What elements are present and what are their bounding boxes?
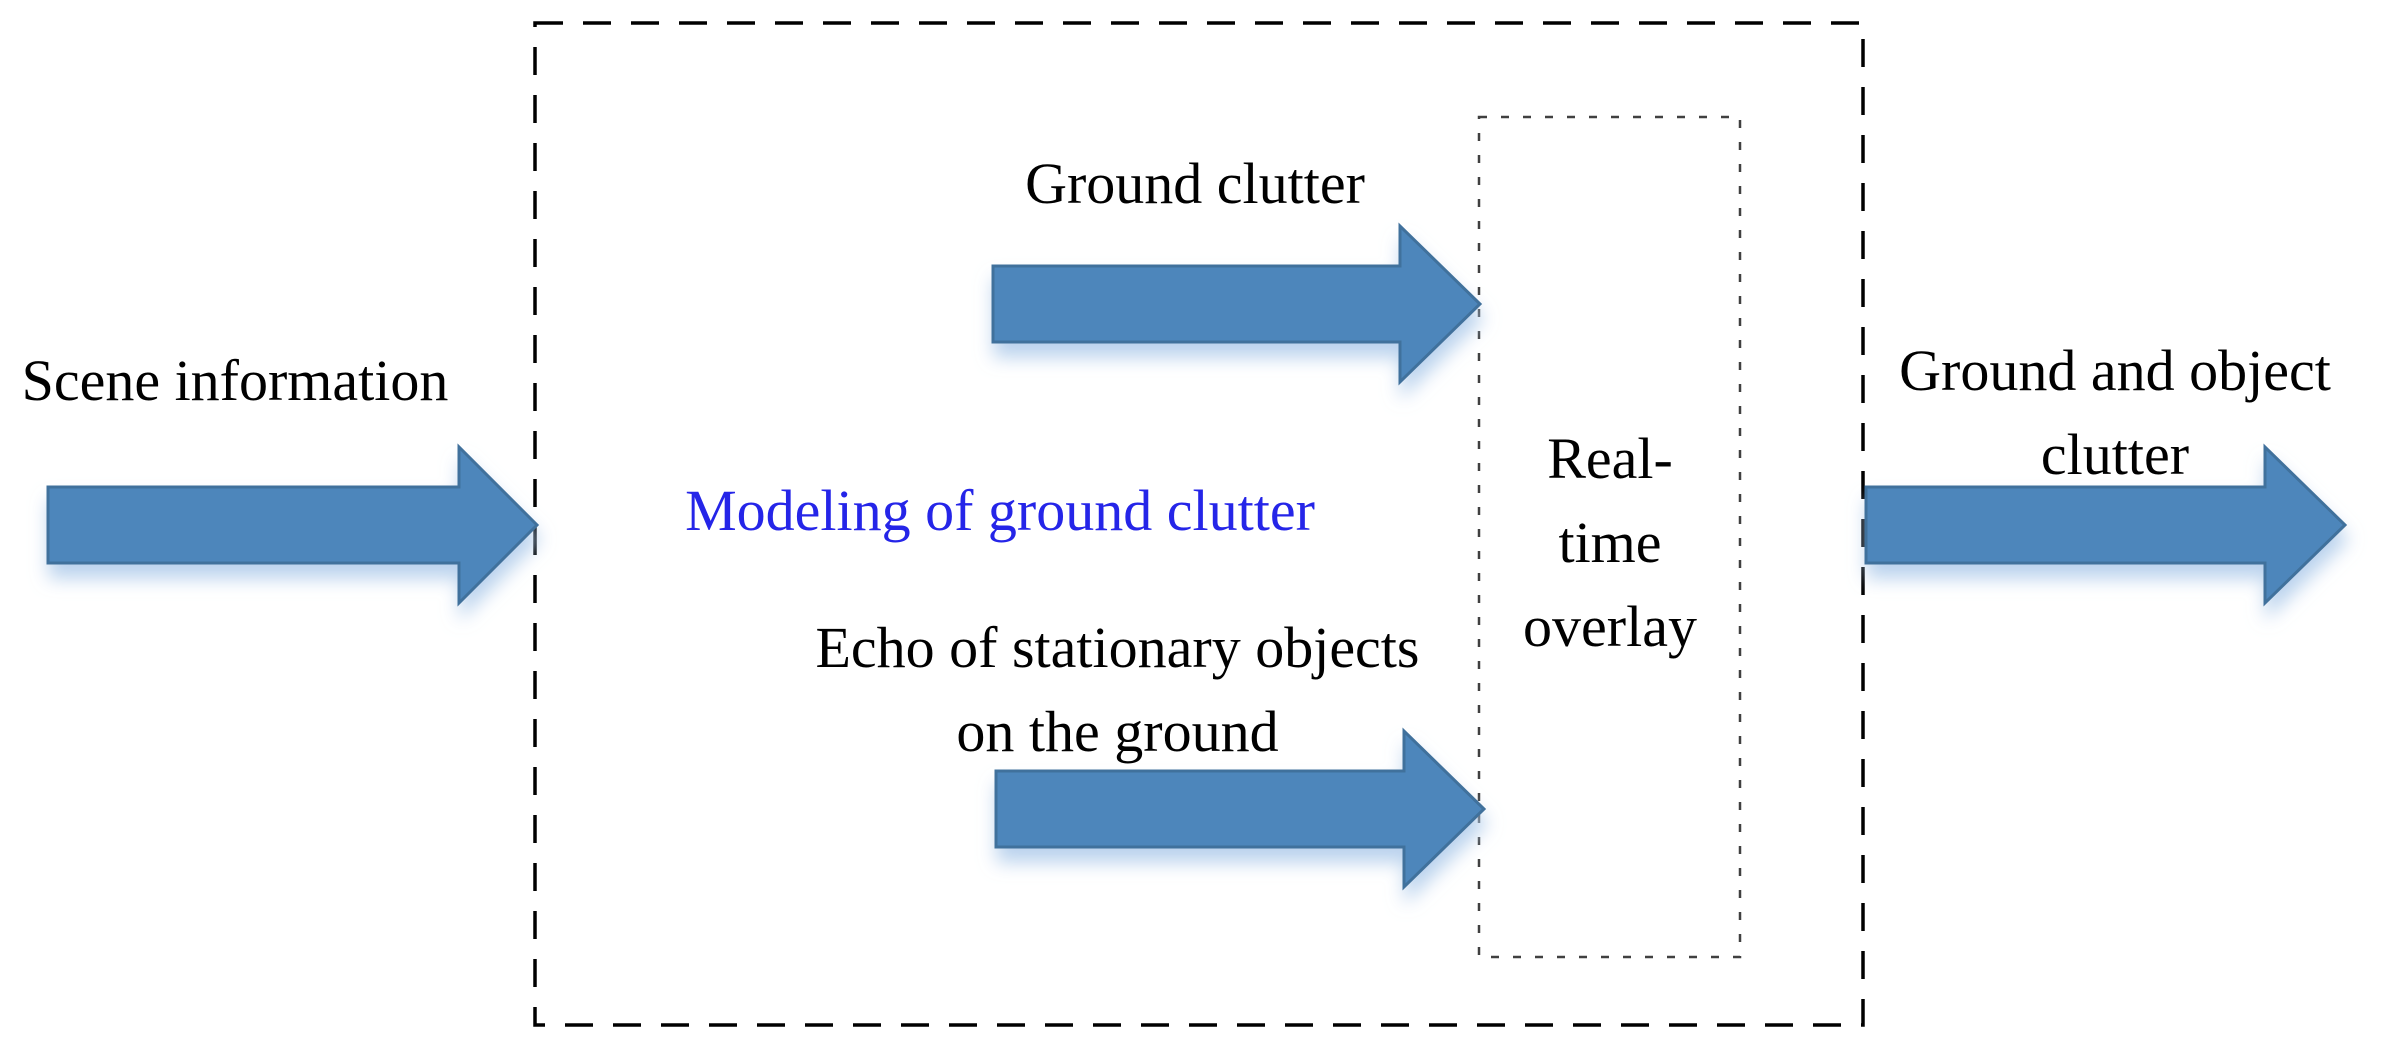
output-label-line-1: Ground and object: [1899, 338, 2331, 403]
ground-clutter-arrow: [991, 222, 1483, 386]
ground-and-object-clutter-label: Ground and object clutter: [1868, 329, 2362, 497]
scene-information-label: Scene information: [21, 348, 449, 413]
echo-label-line-2: on the ground: [956, 699, 1279, 765]
echo-of-stationary-objects-label: Echo of stationary objects on the ground: [765, 606, 1470, 774]
overlay-label-line-3: overlay: [1523, 594, 1697, 660]
real-time-overlay-label: Real- time overlay: [1482, 417, 1738, 669]
echo-label-line-1: Echo of stationary objects: [815, 615, 1420, 680]
overlay-label-line-2: time: [1558, 510, 1662, 576]
overlay-dotted-box: [1477, 115, 1742, 959]
overlay-label-line-1: Real-: [1547, 426, 1673, 491]
modeling-of-ground-clutter-label: Modeling of ground clutter: [685, 478, 1315, 543]
echo-arrow: [994, 727, 1487, 891]
modeling-dashed-box: [533, 21, 1865, 1027]
scene-input-arrow: [46, 443, 540, 607]
output-label-line-2: clutter: [2040, 422, 2190, 488]
ground-clutter-label: Ground clutter: [1025, 151, 1365, 216]
output-arrow: [1864, 443, 2348, 607]
